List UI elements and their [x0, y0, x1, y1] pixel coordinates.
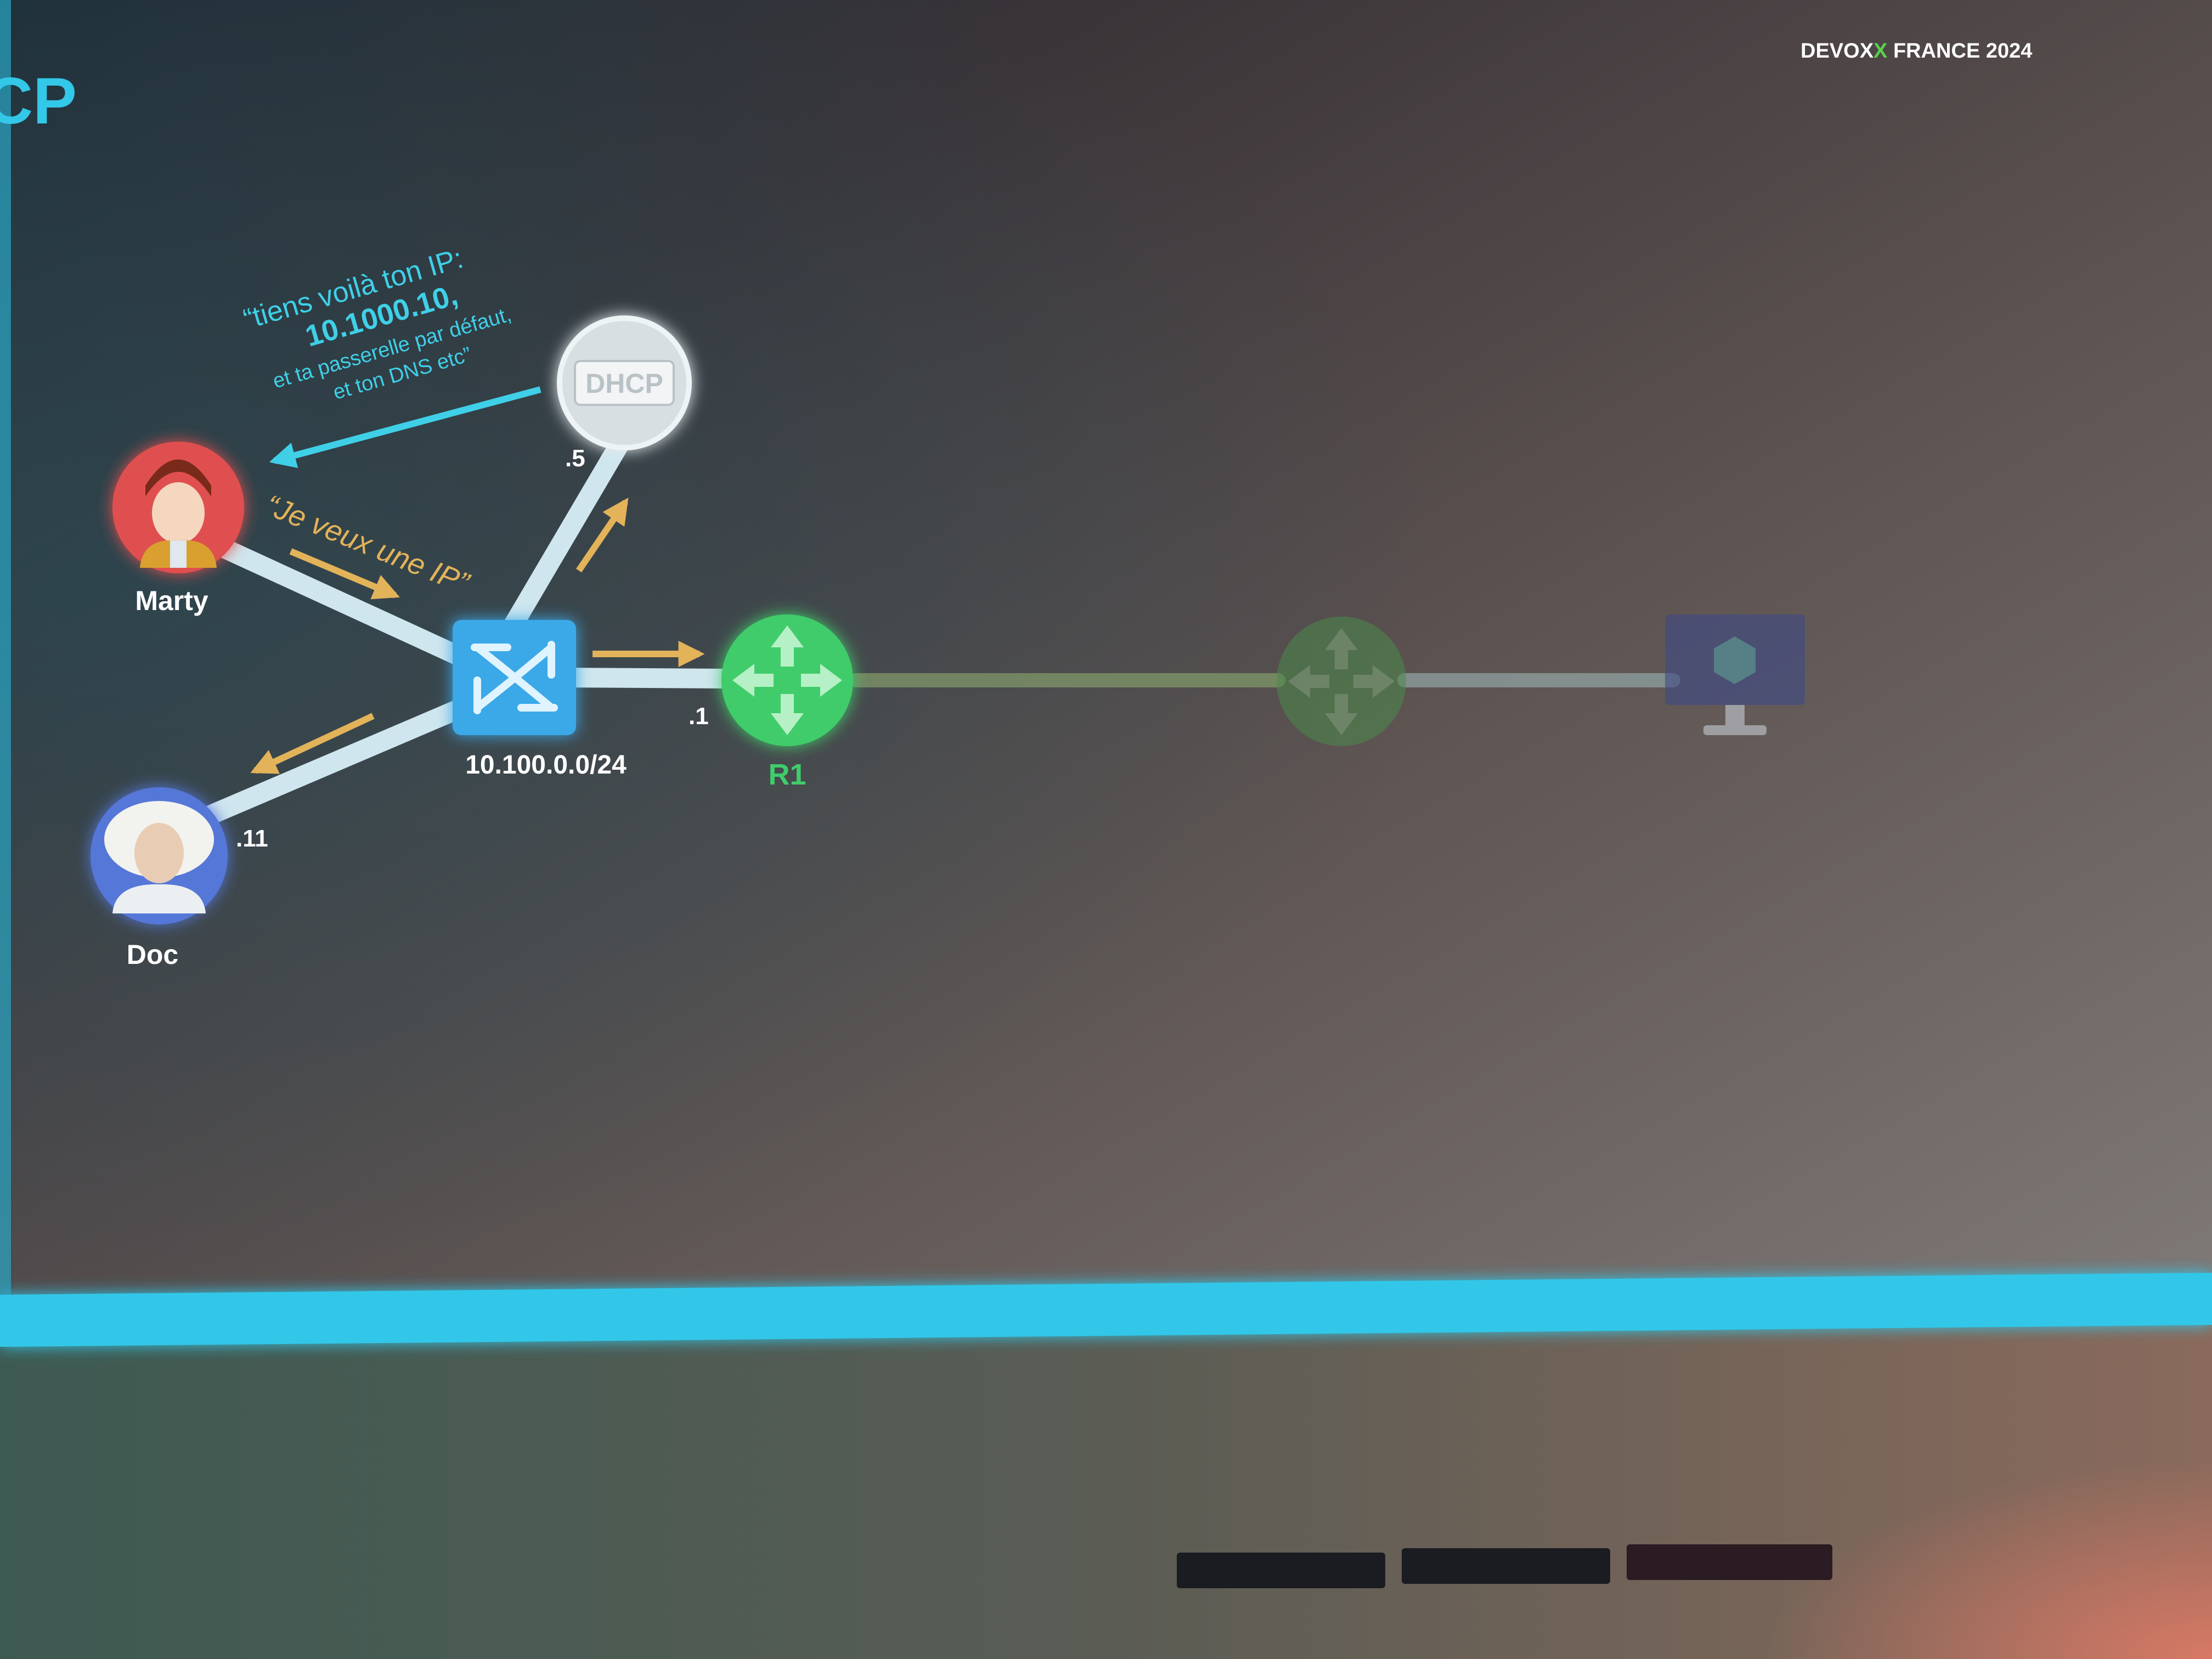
marty-label: Marty — [135, 585, 208, 616]
marty-hair — [145, 459, 211, 496]
r1-router-node — [721, 614, 853, 746]
marty-avatar — [112, 442, 244, 573]
switch-subnet-label: 10.100.0.0/24 — [465, 751, 627, 780]
link-marty-switch — [215, 539, 504, 682]
doc-avatar — [91, 787, 228, 924]
monitor-stand — [1725, 705, 1745, 727]
ledge-device-1 — [1177, 1553, 1385, 1588]
link-switch-dhcp — [503, 429, 633, 635]
dhcp-badge — [574, 360, 675, 406]
router2-arrows-icon — [1288, 628, 1395, 735]
switch-node — [453, 620, 576, 735]
cyan-left-edge — [0, 0, 11, 1295]
link-switch-r1 — [550, 668, 740, 689]
projection-left-tint — [0, 0, 2212, 1295]
cyan-footer-bar — [0, 1273, 2212, 1347]
arrow-request-marty — [289, 548, 400, 600]
r1-label: R1 — [768, 758, 806, 791]
dhcp-server-node: DHCP — [557, 315, 692, 450]
arrow-reply-dhcp-marty — [269, 386, 541, 469]
ledge-device-3 — [1627, 1544, 1832, 1580]
link-doc-switch — [201, 684, 504, 825]
marty-face — [152, 482, 205, 544]
server-monitor-node — [1665, 614, 1805, 735]
monitor-base — [1703, 725, 1767, 735]
ledge-device-2 — [1402, 1548, 1610, 1584]
r1-ip-suffix: .1 — [689, 703, 709, 730]
marty-shirt — [170, 540, 187, 568]
arrow-broadcast-doc — [250, 713, 375, 774]
router-arrows-icon — [732, 625, 842, 735]
arrow-request-dhcp — [576, 498, 629, 573]
network-links — [201, 429, 1680, 825]
switch-arrows-icon — [471, 641, 558, 714]
dhcp-label: DHCP — [585, 368, 663, 399]
event-brand: DEVOXX FRANCE 2024 — [1801, 40, 2032, 63]
doc-coat — [112, 884, 206, 913]
router2-node — [1277, 617, 1406, 746]
slide-title: ICP — [0, 64, 77, 138]
monitor-hexagon-icon — [1714, 636, 1756, 684]
dhcp-ip-suffix: .5 — [565, 445, 585, 472]
doc-face — [134, 823, 184, 883]
doc-ip-suffix: .11 — [236, 825, 268, 852]
doc-label: Doc — [127, 939, 178, 970]
